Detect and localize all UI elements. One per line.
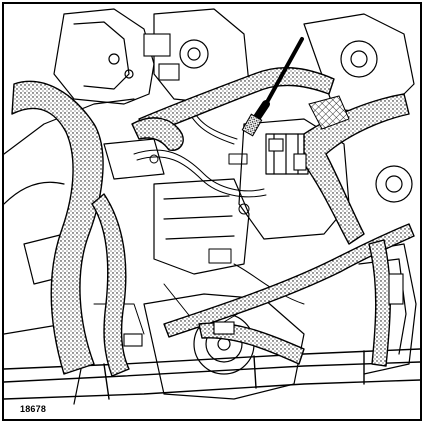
bracket-harness xyxy=(131,117,184,151)
illustration-frame: 18678 xyxy=(2,2,422,421)
left-wiring-harness xyxy=(11,80,104,375)
right-wiring-harness xyxy=(303,93,410,245)
diagonal-cable-conduit xyxy=(163,223,415,338)
mesh-filter-patch xyxy=(308,95,350,130)
connectors xyxy=(123,33,404,347)
figure-reference-number: 18678 xyxy=(20,404,47,414)
engine-bay-line-drawing xyxy=(4,8,420,405)
front-crossmember xyxy=(4,348,420,400)
right-vertical-loom xyxy=(368,239,391,367)
left-loom-branch xyxy=(91,193,130,377)
dipstick-tube xyxy=(241,37,304,137)
upper-wiring-harness xyxy=(138,66,335,135)
